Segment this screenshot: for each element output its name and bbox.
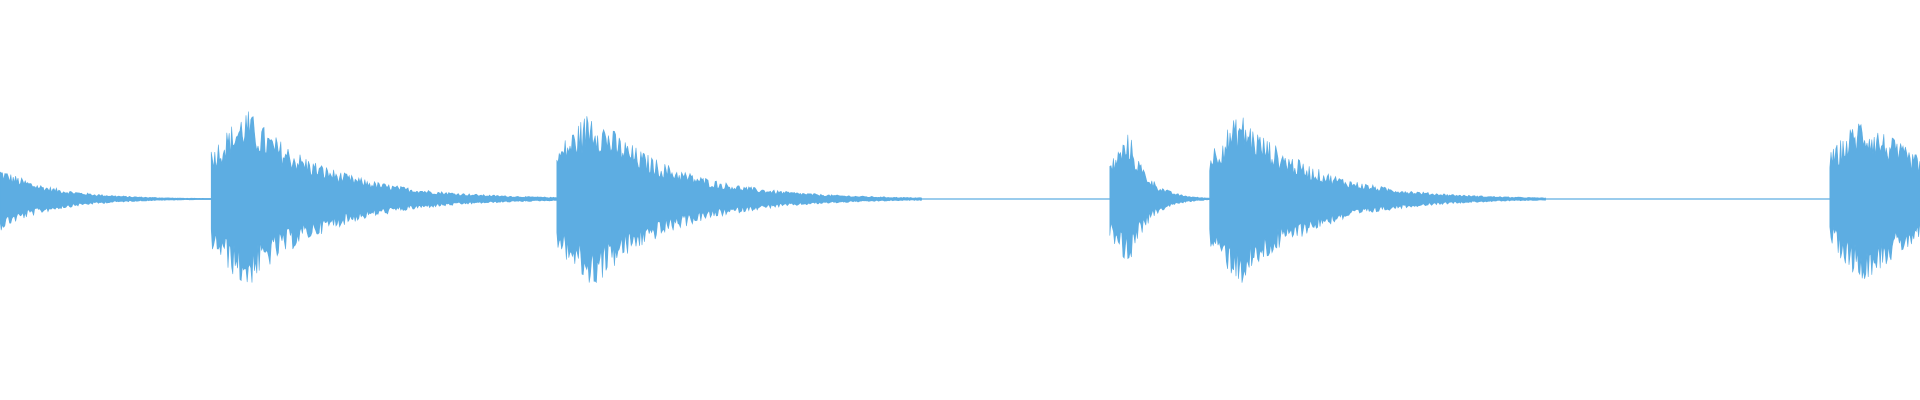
waveform-bursts — [0, 111, 1920, 284]
waveform-burst-2 — [210, 111, 577, 283]
waveform-burst-1 — [0, 171, 222, 231]
waveform-burst-5 — [1209, 117, 1546, 283]
waveform-burst-6 — [1829, 123, 1920, 279]
waveform-burst-3 — [556, 116, 922, 284]
waveform-burst-4 — [1109, 134, 1210, 260]
